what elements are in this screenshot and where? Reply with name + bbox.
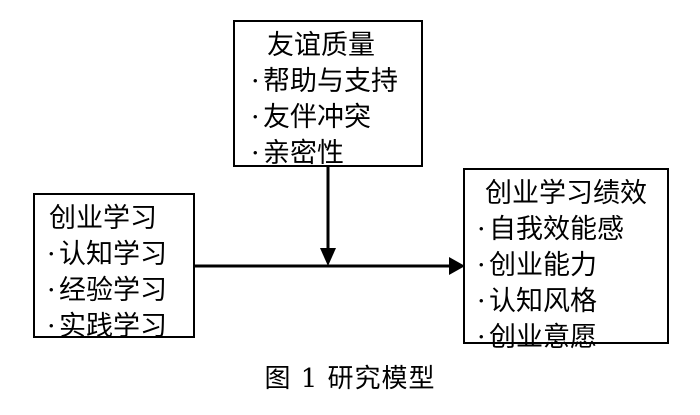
dependent-variable-item: 认知风格 bbox=[477, 284, 667, 320]
moderator-item: 友伴冲突 bbox=[251, 100, 421, 136]
independent-variable-item: 认知学习 bbox=[47, 237, 193, 273]
moderator-title: 友谊质量 bbox=[267, 30, 375, 61]
independent-variable-title: 创业学习 bbox=[49, 203, 157, 234]
dependent-variable-item: 自我效能感 bbox=[477, 212, 667, 248]
independent-variable-item: 实践学习 bbox=[47, 309, 193, 345]
edge-moderator-to-path-arrowhead bbox=[320, 248, 336, 266]
moderator-item: 帮助与支持 bbox=[251, 64, 421, 100]
figure-caption: 图 1 研究模型 bbox=[264, 364, 436, 394]
independent-variable-item: 经验学习 bbox=[47, 273, 193, 309]
dependent-variable-title: 创业学习绩效 bbox=[485, 178, 647, 209]
dependent-variable-item: 创业能力 bbox=[477, 248, 667, 284]
moderator-box: 友谊质量 帮助与支持 友伴冲突 亲密性 bbox=[233, 20, 423, 169]
dependent-variable-box: 创业学习绩效 自我效能感 创业能力 认知风格 创业意愿 bbox=[463, 168, 669, 353]
dependent-variable-item: 创业意愿 bbox=[477, 320, 667, 356]
independent-variable-box: 创业学习 认知学习 经验学习 实践学习 bbox=[33, 193, 195, 342]
moderator-item: 亲密性 bbox=[251, 136, 421, 172]
